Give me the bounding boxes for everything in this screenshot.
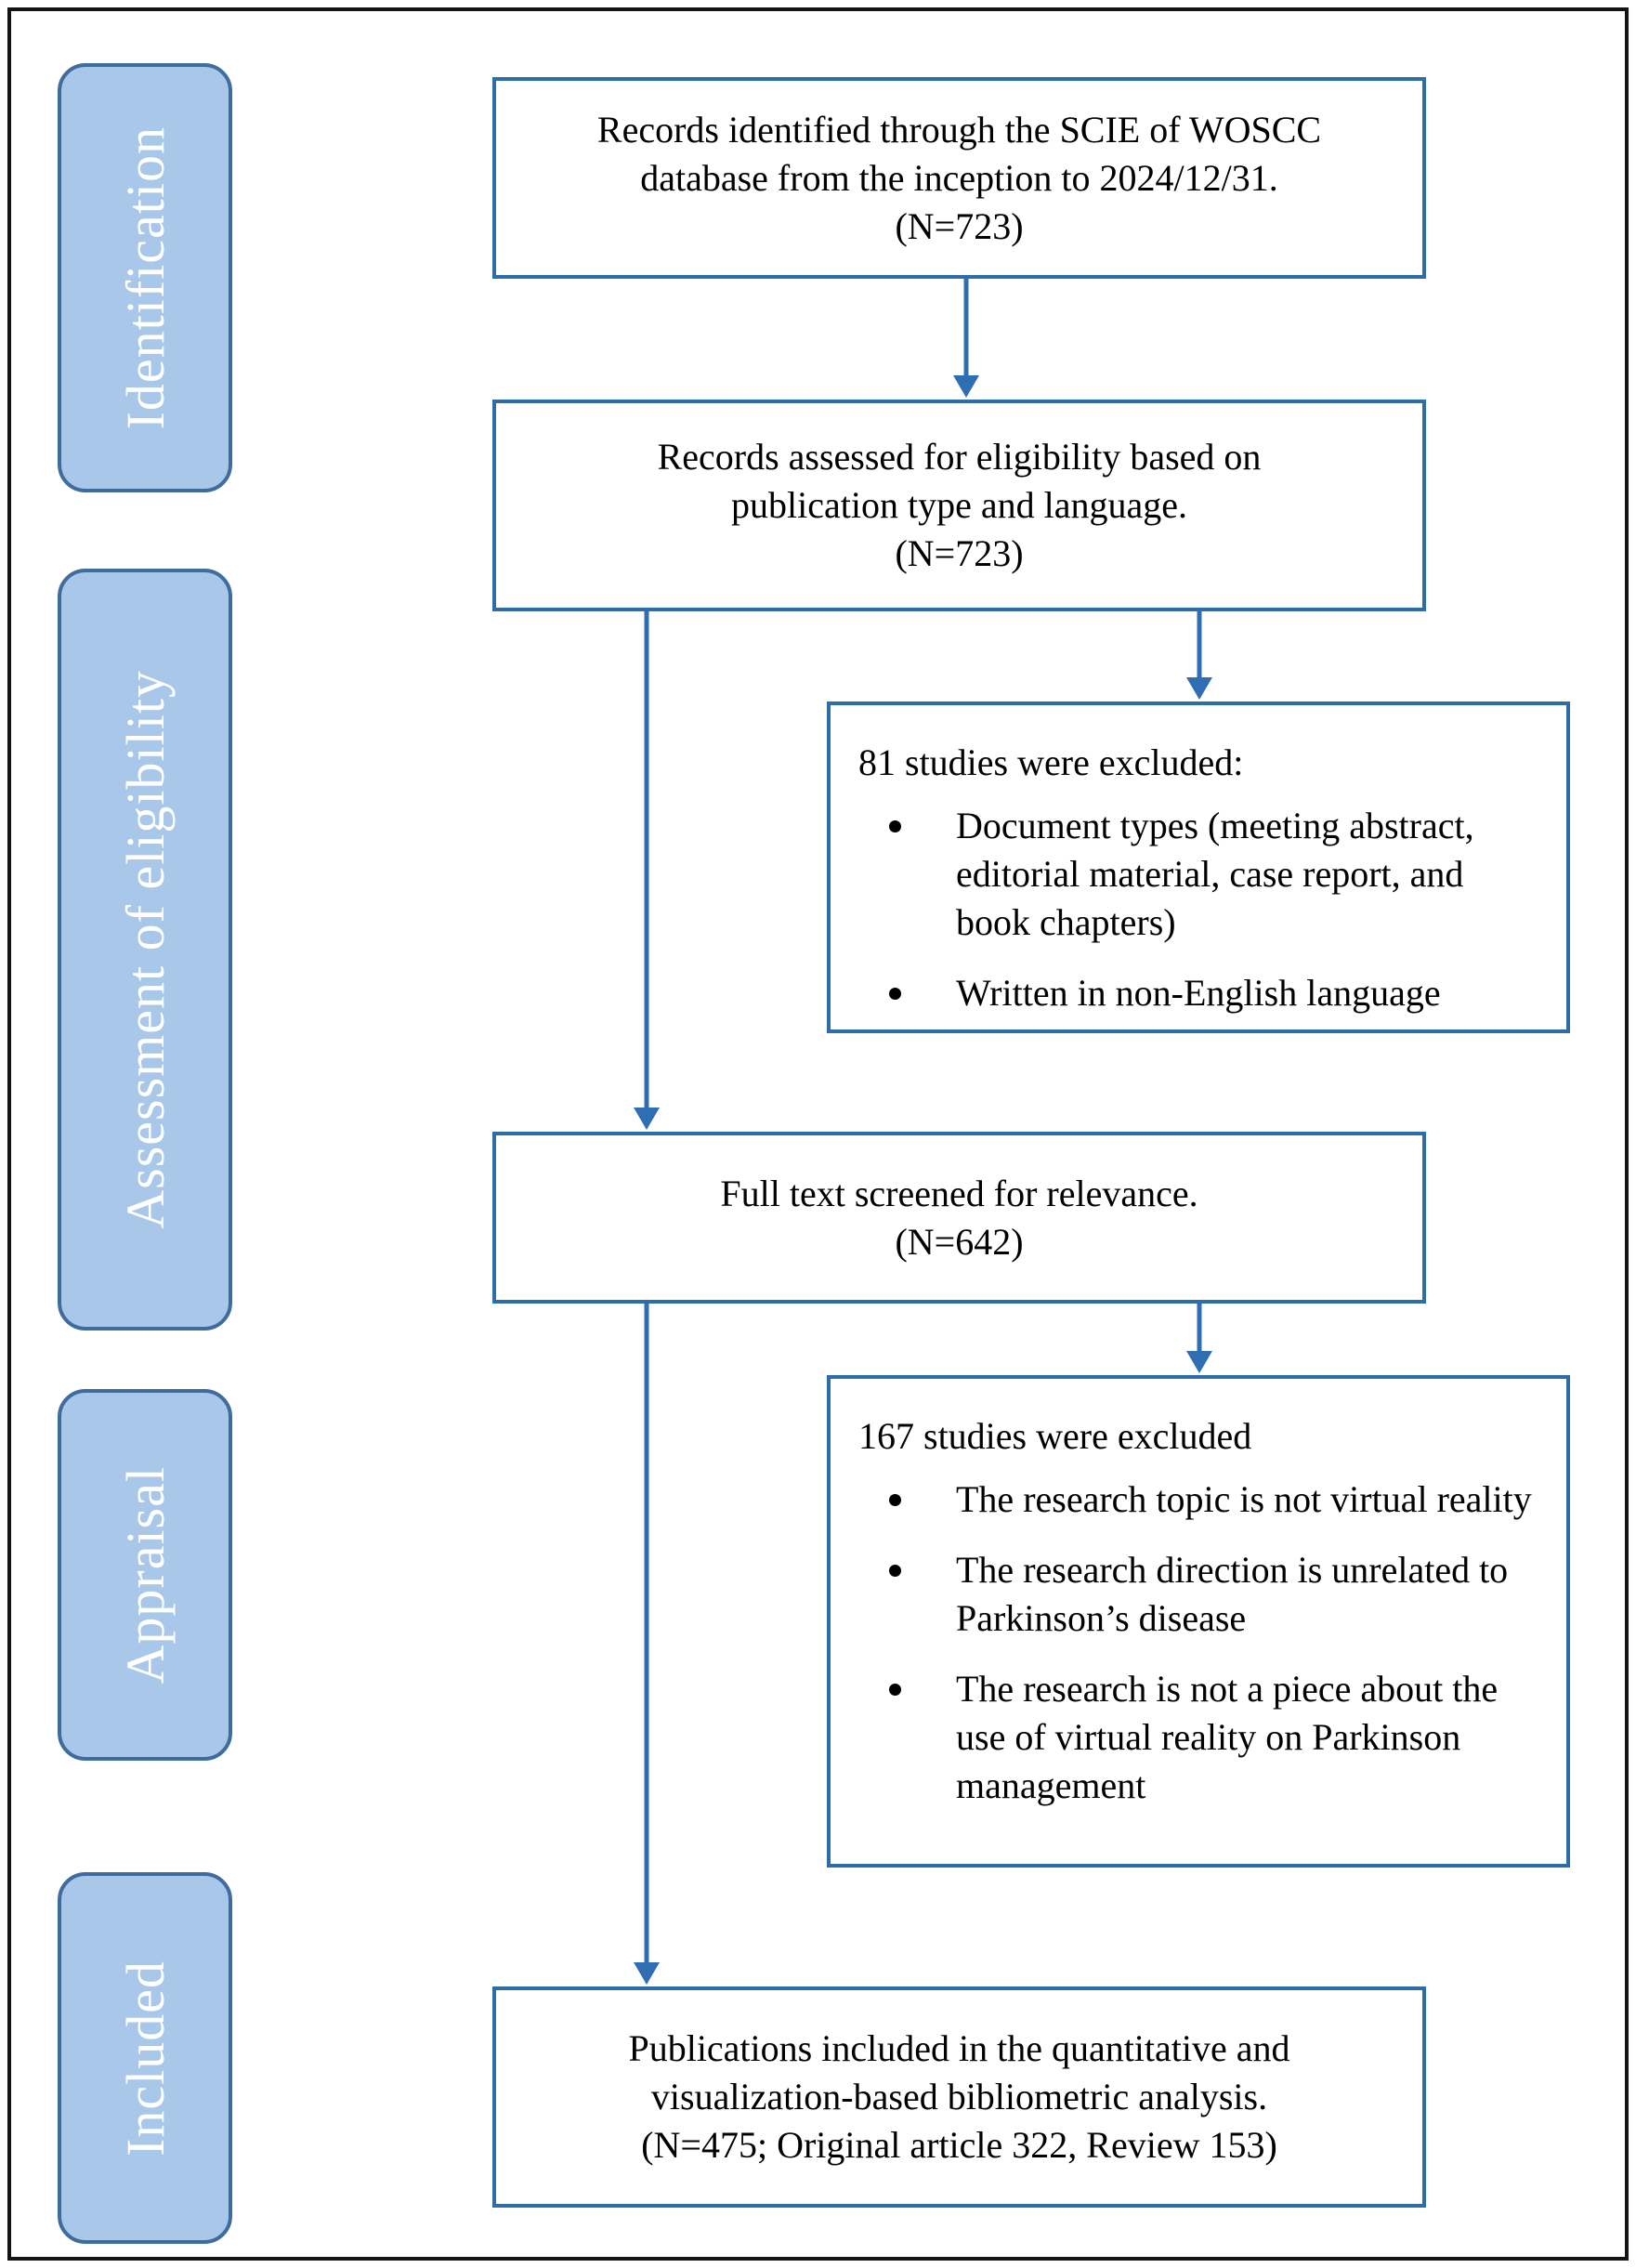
box-count-line: (N=723) — [895, 204, 1024, 247]
exclusion-title: 167 studies were excluded — [858, 1415, 1252, 1457]
flow-box-publications-included: Publications included in the quantitativ… — [492, 1986, 1426, 2208]
box-count-line: (N=475; Original article 322, Review 153… — [641, 2124, 1277, 2166]
exclusion-bullet-list: Document types (meeting abstract, editor… — [858, 802, 1543, 1017]
box-text-line: visualization-based bibliometric analysi… — [650, 2076, 1268, 2117]
arrow-shaft — [963, 279, 969, 379]
box-text-line: Publications included in the quantitativ… — [628, 2027, 1290, 2069]
arrowhead-icon — [953, 375, 979, 398]
arrowhead-icon — [1186, 1351, 1212, 1373]
arrow-shaft — [644, 1304, 649, 1966]
down-arrow-assessed-to-fulltext — [634, 611, 660, 1130]
stage-label-text: Appraisal — [114, 1465, 176, 1685]
stage-label-assessment-of-eligibility: Assessment of eligibility — [58, 569, 232, 1331]
arrow-shaft — [1197, 611, 1202, 681]
exclusion-bullet: Written in non-English language — [889, 969, 1543, 1017]
exclusion-bullet: The research is not a piece about the us… — [889, 1665, 1543, 1810]
exclusion-bullet: The research topic is not virtual realit… — [889, 1475, 1543, 1524]
arrowhead-icon — [634, 1962, 660, 1985]
arrow-shaft — [1197, 1304, 1202, 1355]
down-arrow-fulltext-to-included — [634, 1304, 660, 1985]
box-count-line: (N=723) — [895, 532, 1024, 574]
stage-label-identification: Identification — [58, 63, 232, 492]
exclusion-bullet-list: The research topic is not virtual realit… — [858, 1475, 1543, 1810]
box-text-line: publication type and language. — [731, 484, 1187, 526]
down-arrow-fulltext-to-exclusion-167 — [1186, 1304, 1212, 1373]
exclusion-title: 81 studies were excluded: — [858, 741, 1244, 783]
arrowhead-icon — [1186, 677, 1212, 700]
flow-box-records-assessed: Records assessed for eligibility based o… — [492, 400, 1426, 611]
stage-label-appraisal: Appraisal — [58, 1389, 232, 1761]
exclusion-bullet: Document types (meeting abstract, editor… — [889, 802, 1543, 947]
down-arrow-identified-to-assessed — [953, 279, 979, 398]
stage-label-text: Included — [114, 1960, 176, 2157]
box-text-line: Records identified through the SCIE of W… — [596, 108, 1322, 151]
exclusion-bullet: The research direction is unrelated to P… — [889, 1546, 1543, 1643]
stage-label-text: Identification — [114, 125, 176, 430]
flow-box-records-identified: Records identified through the SCIE of W… — [492, 77, 1426, 279]
box-count-line: (N=642) — [895, 1220, 1024, 1263]
flow-box-full-text-screened: Full text screened for relevance. (N=642… — [492, 1132, 1426, 1304]
arrow-shaft — [644, 611, 649, 1111]
down-arrow-assessed-to-exclusion-81 — [1186, 611, 1212, 700]
box-text-line: Full text screened for relevance. — [720, 1172, 1198, 1214]
exclusion-box-167-studies: 167 studies were excluded The research t… — [827, 1375, 1570, 1868]
arrowhead-icon — [634, 1108, 660, 1130]
box-text-line: Records assessed for eligibility based o… — [657, 436, 1262, 478]
stage-label-included: Included — [58, 1872, 232, 2244]
box-text-line: database from the inception to 2024/12/3… — [640, 156, 1278, 199]
stage-label-text: Assessment of eligibility — [114, 670, 176, 1229]
exclusion-box-81-studies: 81 studies were excluded: Document types… — [827, 701, 1570, 1033]
